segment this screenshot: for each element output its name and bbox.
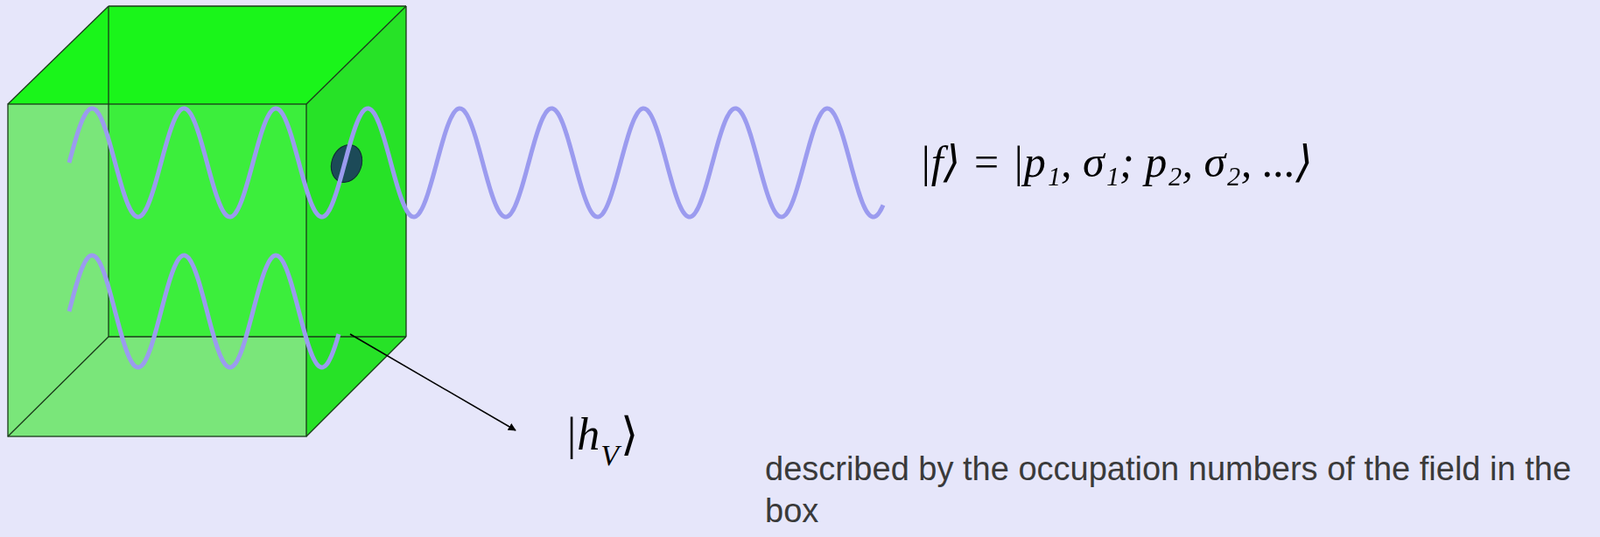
state-formula: |f⟩ = |p₁, σ₁; p₂, σ₂, ...⟩ xyxy=(919,135,1313,189)
wave xyxy=(69,108,884,218)
right-face xyxy=(306,6,407,437)
leader-arrow xyxy=(350,334,516,431)
green-box xyxy=(7,6,407,437)
front-face xyxy=(7,104,307,437)
description-text: described by the occupation numbers of t… xyxy=(764,448,1593,533)
wave xyxy=(69,255,339,368)
box-edges xyxy=(7,6,407,437)
state-subscript: V xyxy=(600,437,619,474)
back-face xyxy=(108,104,307,337)
state-symbol: ⟩ xyxy=(620,407,639,463)
state-symbol: |h xyxy=(564,407,600,463)
